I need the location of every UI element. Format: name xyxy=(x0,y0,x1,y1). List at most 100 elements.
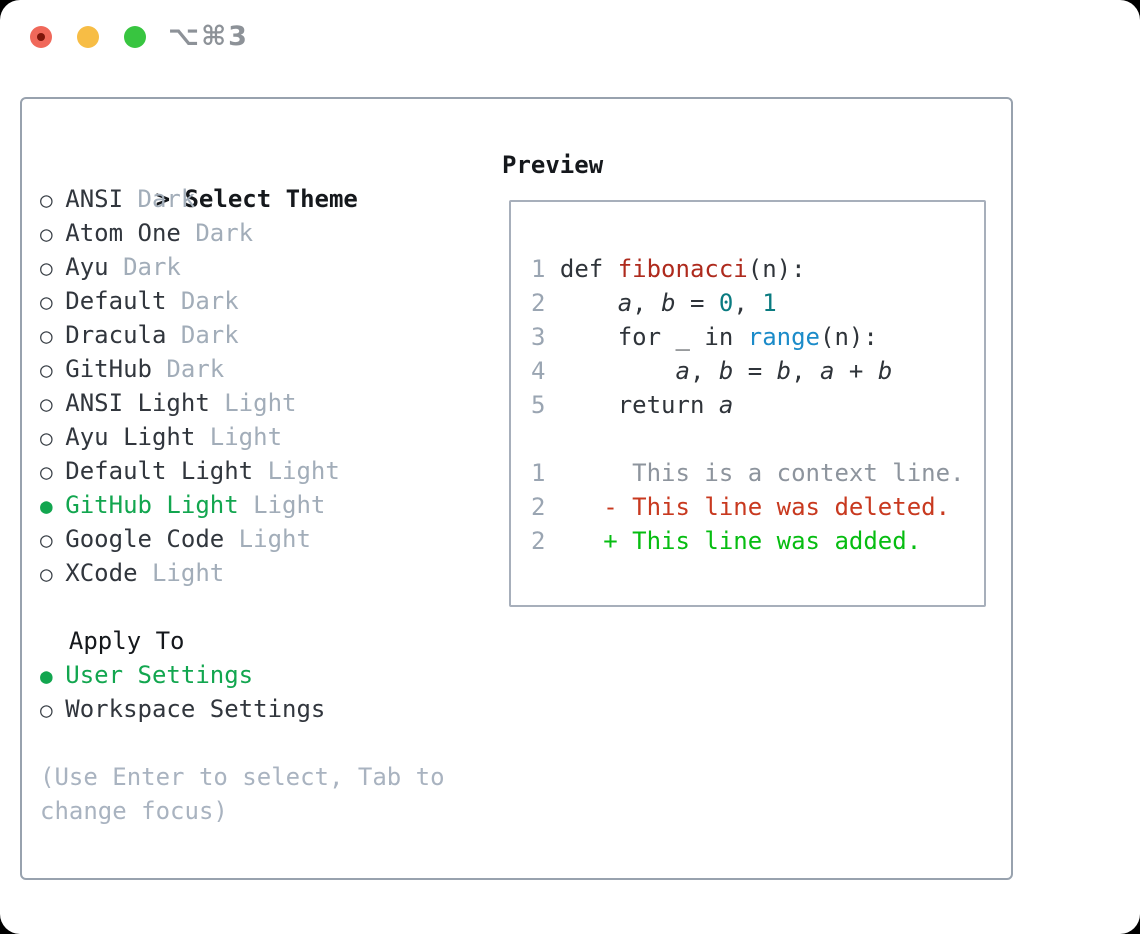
code-segment-fg: , xyxy=(791,357,821,385)
code-segment-added: + This line was added. xyxy=(559,527,922,555)
theme-variant-tag: Light xyxy=(267,457,340,485)
minimize-button[interactable] xyxy=(77,26,99,48)
theme-name: Ayu xyxy=(65,253,109,281)
code-segment-fg: return xyxy=(559,391,719,419)
theme-option-ayu-light[interactable]: ○ Ayu Light Light xyxy=(40,420,445,454)
focus-arrow-icon: > xyxy=(155,185,171,213)
code-segment-context: This is a context line. xyxy=(559,459,965,487)
theme-name: Google Code xyxy=(65,525,225,553)
preview-line-removed: 2 - This line was deleted. xyxy=(531,490,984,524)
preview-line-code: 3 for _ in range(n): xyxy=(531,320,984,354)
code-segment-builtin: range xyxy=(747,323,820,351)
preview-blank-line xyxy=(531,422,984,456)
code-segment-fg xyxy=(560,357,676,385)
code-segment-var: a xyxy=(820,357,835,385)
theme-option-atom-one[interactable]: ○ Atom One Dark xyxy=(40,216,445,250)
code-segment-fg: + xyxy=(834,357,878,385)
window-title: ⌥⌘3 xyxy=(168,21,249,52)
close-modified-dot-icon xyxy=(37,33,45,41)
theme-name: GitHub xyxy=(65,355,152,383)
code-segment-fg: def xyxy=(559,255,618,283)
preview-line-context: 1 This is a context line. xyxy=(531,456,984,490)
code-segment-num: 0 xyxy=(718,289,734,317)
code-segment-removed: - This line was deleted. xyxy=(559,493,951,521)
code-segment-func: fibonacci xyxy=(617,255,748,283)
titlebar: ⌥⌘3 xyxy=(0,0,1140,74)
maximize-button[interactable] xyxy=(124,26,146,48)
theme-variant-tag: Light xyxy=(151,559,225,587)
line-number: 5 xyxy=(531,391,560,419)
radio-unselected-icon: ○ xyxy=(40,222,53,246)
theme-option-xcode[interactable]: ○ XCode Light xyxy=(40,556,445,590)
apply-option-label: Workspace Settings xyxy=(65,695,326,723)
preview-line-added: 2 + This line was added. xyxy=(531,524,984,558)
code-segment-fg: , xyxy=(632,289,662,317)
theme-variant-tag: Light xyxy=(224,389,297,417)
code-segment-fg: = xyxy=(675,289,719,317)
theme-variant-tag: Dark xyxy=(180,321,239,349)
radio-selected-icon: ● xyxy=(40,494,53,518)
theme-variant-tag: Dark xyxy=(123,253,181,281)
code-segment-var: a xyxy=(617,289,633,317)
code-segment-var: b xyxy=(718,357,734,385)
code-segment-num: 1 xyxy=(762,289,777,317)
theme-name: ANSI xyxy=(65,185,124,213)
apply-option-workspace-settings[interactable]: ○ Workspace Settings xyxy=(40,692,445,726)
code-segment-var: a xyxy=(718,391,734,419)
spacer xyxy=(40,726,445,760)
theme-name: XCode xyxy=(65,559,138,587)
theme-variant-tag: Light xyxy=(253,491,326,519)
line-number: 4 xyxy=(531,357,560,385)
theme-variant-tag: Dark xyxy=(195,219,254,247)
code-segment-var: b xyxy=(661,289,676,317)
code-segment-fg: = xyxy=(733,357,777,385)
theme-name: Ayu Light xyxy=(65,423,196,451)
theme-name: Atom One xyxy=(65,219,181,247)
line-number xyxy=(531,425,560,453)
code-segment-fg: , xyxy=(689,357,719,385)
select-theme-header: > Select Theme xyxy=(40,148,445,213)
apply-option-user-settings[interactable]: ●User Settings xyxy=(40,658,445,692)
radio-unselected-icon: ○ xyxy=(40,358,53,382)
radio-unselected-icon: ○ xyxy=(40,698,53,722)
theme-variant-tag: Dark xyxy=(180,287,239,315)
code-segment-fg: (n): xyxy=(747,255,806,283)
theme-name: Default xyxy=(65,287,167,315)
line-number: 3 xyxy=(531,323,560,351)
select-theme-title: Select Theme xyxy=(184,185,358,213)
theme-name: Default Light xyxy=(65,457,254,485)
hint-text-line-1: (Use Enter to select, Tab to xyxy=(40,763,445,791)
theme-variant-tag: Light xyxy=(209,423,283,451)
preview-title: Preview xyxy=(502,151,604,179)
radio-unselected-icon: ○ xyxy=(40,256,53,280)
code-segment-fg: for _ in xyxy=(559,323,748,351)
radio-unselected-icon: ○ xyxy=(40,188,53,212)
preview-line-code: 2 a, b = 0, 1 xyxy=(531,286,984,320)
code-segment-fg xyxy=(560,289,618,317)
apply-to-list: ●User Settings ○ Workspace Settings xyxy=(40,658,445,726)
theme-name: Dracula xyxy=(65,321,167,349)
preview-line-code: 4 a, b = b, a + b xyxy=(531,354,984,388)
apply-option-label: User Settings xyxy=(65,661,254,689)
theme-name: ANSI Light xyxy=(65,389,210,417)
code-segment-var: b xyxy=(776,357,792,385)
theme-option-ayu[interactable]: ○ Ayu Dark xyxy=(40,250,445,284)
radio-unselected-icon: ○ xyxy=(40,562,53,586)
code-segment-fg: , xyxy=(733,289,763,317)
close-button[interactable] xyxy=(30,26,52,48)
line-number: 2 xyxy=(531,527,560,555)
radio-unselected-icon: ○ xyxy=(40,426,53,450)
